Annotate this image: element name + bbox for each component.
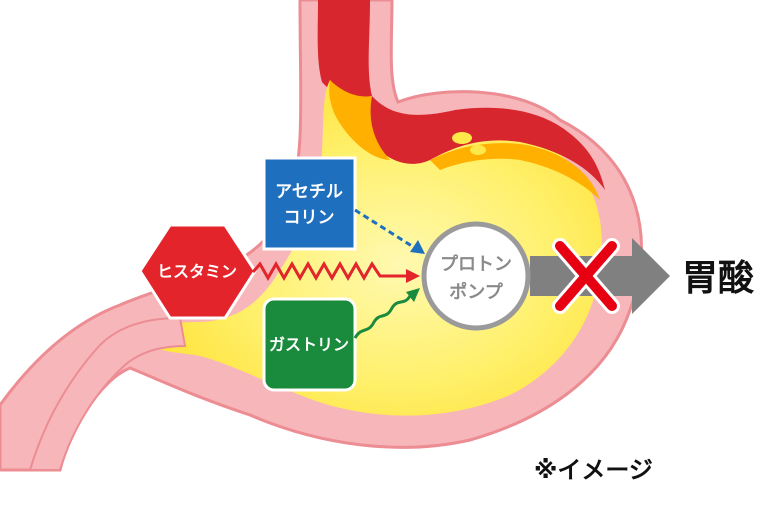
- proton-pump-label-line2: ポンプ: [449, 281, 503, 303]
- duodenum: [28, 316, 187, 471]
- histamine-label: ヒスタミン: [157, 262, 237, 281]
- inflammation-spot: [452, 132, 472, 144]
- histamine-hexagon: [138, 223, 257, 320]
- gastrin-arrowhead: [406, 288, 420, 302]
- stomach-mucosa-damage: [363, 96, 605, 190]
- acetylcholine-label-line1: アセチル: [275, 182, 343, 202]
- histamine-arrow: [251, 260, 408, 282]
- gastric-acid-label: 胃酸: [682, 258, 754, 299]
- inflammation-highlight: [430, 143, 600, 200]
- acetylcholine-arrow: [354, 208, 416, 250]
- histamine-arrowhead: [406, 269, 420, 283]
- gastrin-box: [262, 297, 357, 392]
- inflammation-highlight: [329, 80, 390, 160]
- block-x-icon: [552, 238, 620, 314]
- acetylcholine-label-line2: コリン: [284, 208, 335, 228]
- acetylcholine-box: [262, 156, 357, 251]
- inflammation-spot: [470, 145, 486, 155]
- gastrin-label: ガストリン: [269, 335, 349, 354]
- image-note: ※イメージ: [534, 456, 653, 484]
- acetylcholine-arrowhead: [410, 240, 425, 254]
- proton-pump-label-line1: プロトン: [440, 253, 512, 275]
- proton-pump: [421, 221, 531, 331]
- esophagus-lumen: [317, 0, 372, 98]
- acid-arrow-head: [632, 238, 670, 314]
- gastrin-arrow: [353, 295, 412, 339]
